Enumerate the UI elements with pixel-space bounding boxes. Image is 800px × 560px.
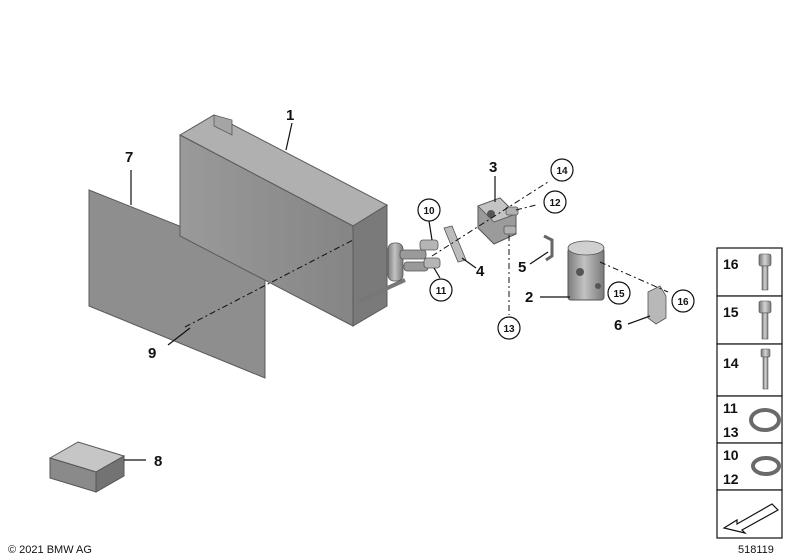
clip-part-5 xyxy=(543,234,554,262)
part-callouts: 1 2 3 4 5 6 7 8 9 xyxy=(125,107,622,470)
svg-text:11: 11 xyxy=(436,286,447,297)
svg-text:13: 13 xyxy=(723,424,739,440)
gasket-plate-part-4 xyxy=(443,225,467,263)
evaporator-part-1 xyxy=(178,114,429,327)
svg-text:15: 15 xyxy=(613,289,625,300)
expansion-valve-part-2 xyxy=(567,240,605,301)
callout-6: 6 xyxy=(614,317,622,334)
svg-text:14: 14 xyxy=(556,166,568,177)
o-ring-icon xyxy=(751,456,781,476)
o-ring-icon xyxy=(749,408,781,432)
svg-text:12: 12 xyxy=(723,471,739,487)
bracket-part-6 xyxy=(647,285,667,325)
small-part-8 xyxy=(48,441,126,493)
circled-callout-13: 13 xyxy=(497,316,521,340)
callout-4: 4 xyxy=(476,263,485,280)
leader-lines xyxy=(124,122,651,461)
circled-callout-12: 12 xyxy=(543,190,567,214)
parts-legend-panel: 16 15 14 11 13 10 12 xyxy=(716,247,783,539)
callout-5: 5 xyxy=(518,259,526,276)
svg-text:15: 15 xyxy=(723,304,739,320)
svg-text:11: 11 xyxy=(723,400,738,416)
panel-row-16: 16 xyxy=(716,247,783,297)
circled-callout-15: 15 xyxy=(607,281,631,305)
svg-text:16: 16 xyxy=(723,256,739,272)
callout-7: 7 xyxy=(125,149,133,166)
copyright: © 2021 BMW AG xyxy=(8,544,92,556)
callout-8: 8 xyxy=(154,453,162,470)
panel-row-15: 15 xyxy=(716,295,783,345)
svg-text:13: 13 xyxy=(503,324,515,335)
pipe-fitting-11 xyxy=(423,257,441,269)
panel-row-arrow xyxy=(716,489,783,539)
svg-text:10: 10 xyxy=(723,447,739,463)
pipe-fitting-10 xyxy=(419,239,439,251)
callout-1: 1 xyxy=(286,107,294,124)
circled-callout-14: 14 xyxy=(550,158,574,182)
circled-callouts: 10 11 12 13 14 15 16 xyxy=(417,158,695,340)
hex-bolt-icon xyxy=(758,253,772,267)
panel-row-11-13: 11 13 xyxy=(716,395,783,444)
panel-row-10-12: 10 12 xyxy=(716,442,783,491)
svg-text:16: 16 xyxy=(677,297,689,308)
circled-callout-16: 16 xyxy=(671,289,695,313)
svg-text:14: 14 xyxy=(723,355,739,371)
circled-callout-10: 10 xyxy=(417,198,441,222)
socket-bolt-icon xyxy=(758,300,772,314)
assembly-lines xyxy=(184,181,669,328)
svg-text:12: 12 xyxy=(549,198,561,209)
circled-callout-11: 11 xyxy=(429,278,453,302)
arrow-icon xyxy=(722,503,779,535)
valve-block-part-3 xyxy=(477,197,519,245)
callout-3: 3 xyxy=(489,159,497,176)
callout-9: 9 xyxy=(148,345,156,362)
svg-text:10: 10 xyxy=(423,206,435,217)
screw-icon xyxy=(760,348,771,358)
panel-row-14: 14 xyxy=(716,343,783,397)
callout-2: 2 xyxy=(525,289,533,306)
diagram-number: 518119 xyxy=(738,544,774,556)
